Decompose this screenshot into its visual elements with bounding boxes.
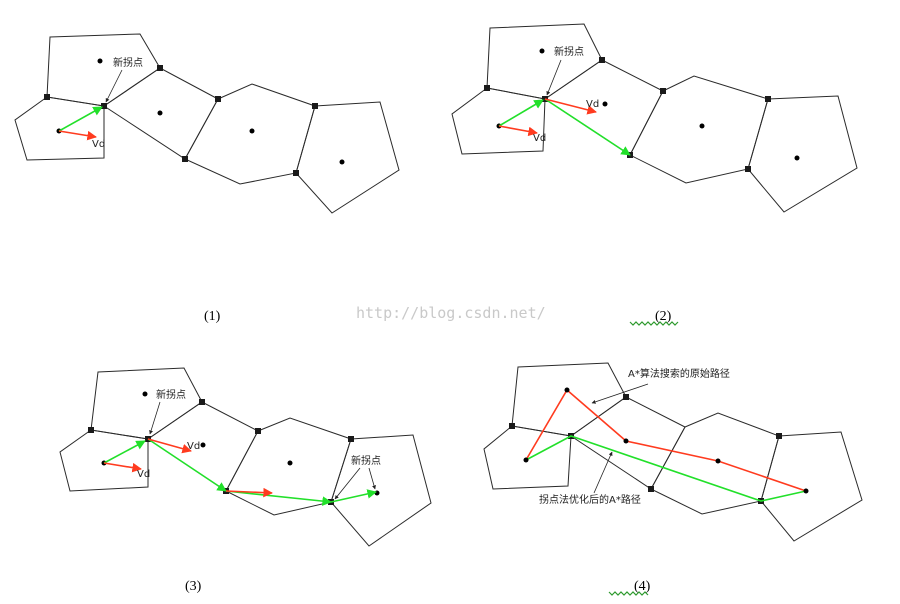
vd-label: Vd [187,441,200,452]
path-node [803,488,809,494]
spellcheck-squiggle [608,591,649,596]
portal-vertex [745,166,751,172]
mesh-polygon [747,95,858,213]
new-corner-label: 新拐点 [554,45,584,58]
green-vector [544,98,631,156]
panel-3: 新拐点 Vd Vd 新拐点 (3) [59,367,432,594]
new-corner-label: 新拐点 [156,388,186,401]
portal-vertex [599,57,605,63]
spellcheck-squiggle [629,321,679,326]
original-astar-path [525,388,807,492]
portal-vertex [348,436,354,442]
mesh-polygon [511,362,627,437]
green-vector [498,99,544,127]
portal-vertex [157,65,163,71]
label-pointer [593,451,613,494]
green-vector [330,489,377,503]
vd-label: Vd [533,133,546,144]
red-vector [147,438,192,454]
polygon-center [539,48,545,54]
polygon-center [97,58,103,64]
portal-vertex [484,85,490,91]
red-vector [103,462,142,473]
mesh-polygon [760,431,863,542]
portal-vertex [88,427,94,433]
red-vector [58,130,97,141]
polygon-center [249,128,255,134]
label-pointer [546,59,562,96]
red-vector [544,98,597,115]
panel-caption: (1) [204,309,221,324]
portal-vertex [648,486,654,492]
mesh-polygon [90,367,203,440]
goal-point [374,490,380,496]
panel-1: 新拐点 Vd (1) [14,33,400,324]
polygon-center [142,391,148,397]
path-node [715,458,721,464]
original-path-label: A*算法搜索的原始路径 [628,367,730,380]
optimized-astar-path [525,435,807,502]
mesh-polygon [46,33,161,107]
vd-label: Vd [586,99,599,110]
panel-2: 新拐点 Vd Vd (2) [451,23,858,326]
mesh-polygon [570,396,686,490]
portal-vertex [44,94,50,100]
panel-caption: (4) [634,579,651,594]
red-vector [498,125,538,137]
mesh-polygon [295,101,400,214]
green-vector [58,106,103,132]
portal-vertex [765,96,771,102]
optimized-path-label: 拐点法优化后的A*路径 [539,493,641,506]
portal-vertex [101,103,107,109]
portal-vertex [776,433,782,439]
panel-4: A*算法搜索的原始路径 拐点法优化后的A*路径 (4) [483,362,863,596]
mesh-polygon [330,434,432,547]
polygon-center [339,159,345,165]
label-pointer [368,467,376,490]
mesh-polygon [59,429,149,492]
new-corner-label: 新拐点 [351,454,381,467]
mesh-polygon [486,23,603,100]
vd-label: Vd [92,139,105,150]
label-pointer [334,467,361,500]
polygon-center [794,155,800,161]
label-pointer [591,383,649,404]
portal-vertex [623,394,629,400]
panel-caption: (2) [655,309,672,324]
portal-vertex [199,399,205,405]
vd-label: Vd [137,469,150,480]
label-pointer [105,69,123,103]
path-node [623,438,629,444]
mesh-polygon [544,59,664,156]
portal-vertex [293,170,299,176]
polygon-center [200,442,206,448]
polygon-center [699,123,705,129]
green-vector [147,438,227,492]
green-vector [103,440,146,464]
watermark: http://blog.csdn.net/ [356,304,546,322]
path-node [564,387,570,393]
new-corner-label: 新拐点 [113,56,143,69]
portal-vertex [255,428,261,434]
polygon-center [602,101,608,107]
label-pointer [149,401,161,435]
path-node [523,457,529,463]
mesh-polygon [14,96,105,161]
portal-vertex [312,103,318,109]
portal-vertex [509,423,515,429]
mesh-polygon [451,87,546,155]
mesh-polygon [184,83,316,185]
portal-vertex [215,96,221,102]
portal-vertex [660,88,666,94]
polygon-center [157,110,163,116]
mesh-polygon [483,425,572,490]
green-vector [225,490,332,506]
red-vector [225,487,273,498]
panel-caption: (3) [185,579,202,594]
polygon-center [287,460,293,466]
portal-vertex [182,156,188,162]
